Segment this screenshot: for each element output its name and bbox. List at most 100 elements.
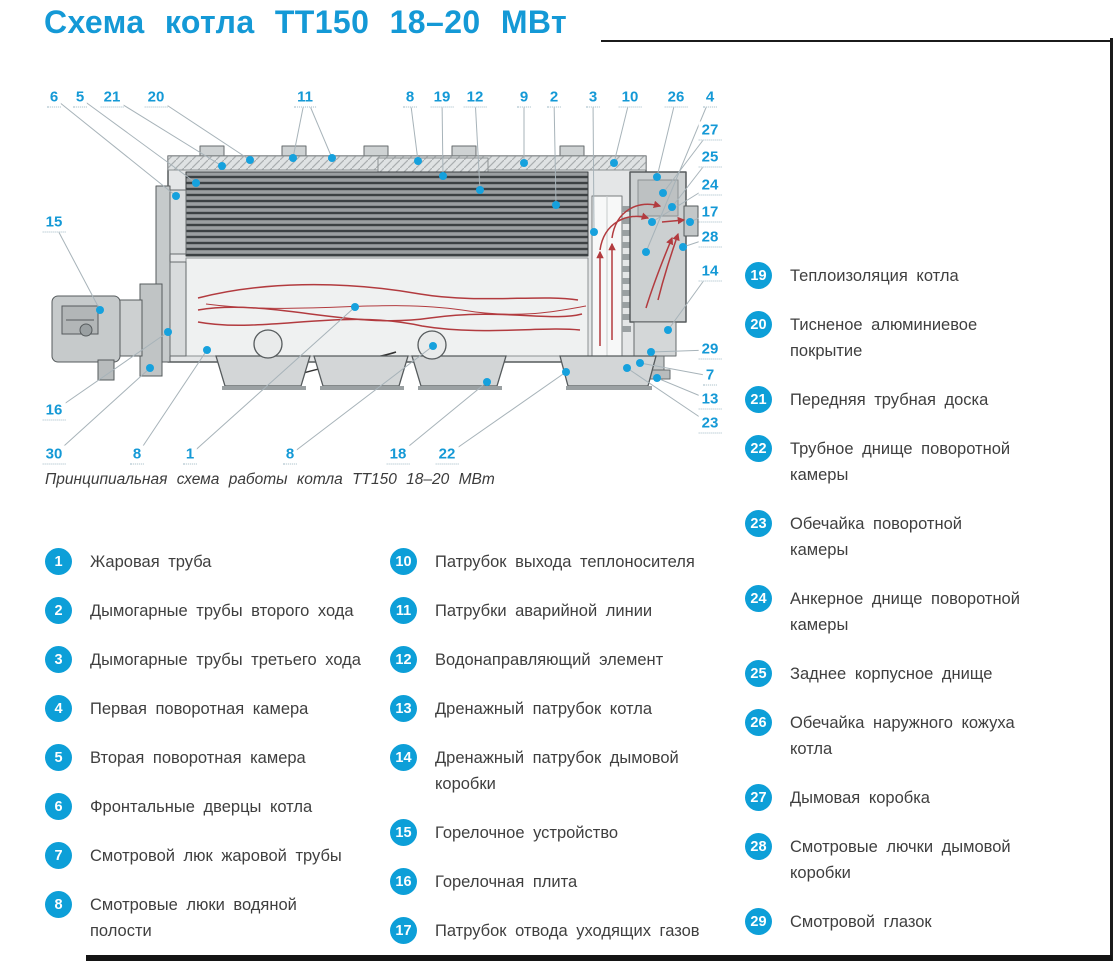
callout-dot-8	[414, 157, 422, 165]
callout-dot-14	[664, 326, 672, 334]
callout-number-12: 12	[463, 88, 487, 108]
legend-item: 16 Горелочная плита	[390, 868, 720, 895]
leader-line-30	[53, 367, 151, 456]
page-title: Схема котла ТТ150 18–20 МВт	[44, 4, 568, 40]
legend-number-badge: 24	[745, 585, 772, 612]
furnace-fire-tube	[185, 257, 589, 357]
callout-number-21: 21	[100, 88, 124, 108]
leader-line-15	[53, 222, 101, 311]
callout-number-14: 14	[698, 262, 722, 282]
legend-column-1: 1 Жаровая труба 2 Дымогарные трубы второ…	[45, 548, 380, 966]
callout-number-16: 16	[42, 401, 66, 421]
burner-unit	[51, 283, 163, 381]
callout-number-25: 25	[698, 148, 722, 168]
page-border-right	[1110, 38, 1113, 961]
leader-line-16	[53, 331, 169, 412]
legend-item-label: Патрубок отвода уходящих газов	[435, 922, 700, 940]
callout-dot-19	[439, 172, 447, 180]
legend-item-label: Дымогарные трубы второго хода	[90, 602, 354, 620]
callout-number-26: 26	[664, 88, 688, 108]
legend-number-badge: 1	[45, 548, 72, 575]
callout-number-13: 13	[698, 390, 722, 410]
legend-item-label: Смотровой люк жаровой трубы	[90, 847, 342, 865]
leader-line-18	[397, 381, 488, 456]
callout-dot-21	[218, 162, 226, 170]
callout-number-19: 19	[430, 88, 454, 108]
legend-number-badge: 21	[745, 386, 772, 413]
legend-item: 26 Обечайка наружного кожуха котла	[745, 709, 1107, 762]
leader-line-6	[53, 97, 177, 197]
callout-dot-23	[623, 364, 631, 372]
legend-item-label: Дымогарные трубы третьего хода	[90, 651, 361, 669]
legend-item: 12 Водонаправляющий элемент	[390, 646, 720, 673]
legend-number-badge: 13	[390, 695, 417, 722]
legend-item: 15 Горелочное устройство	[390, 819, 720, 846]
legend-number-badge: 16	[390, 868, 417, 895]
callout-dot-2	[552, 201, 560, 209]
legend-item-label: Первая поворотная камера	[90, 700, 309, 718]
legend-number-badge: 20	[745, 311, 772, 338]
legend-item-label: Фронтальные дверцы котла	[90, 798, 313, 816]
legend-item-label: Смотровые лючки дымовой коробки	[790, 838, 1011, 882]
leader-line-7	[639, 362, 711, 377]
legend-number-badge: 14	[390, 744, 417, 771]
callout-number-27: 27	[698, 121, 722, 141]
callout-number-18: 18	[386, 445, 410, 465]
legend-number-badge: 3	[45, 646, 72, 673]
legend-item: 24 Анкерное днище поворотной камеры	[745, 585, 1107, 638]
figure-caption: Принципиальная схема работы котла ТТ150 …	[45, 471, 495, 488]
callout-dot-18	[483, 378, 491, 386]
callout-number-17: 17	[698, 203, 722, 223]
leader-line-2	[553, 97, 557, 206]
callout-number-5: 5	[72, 88, 88, 108]
callout-number-24: 24	[698, 176, 722, 196]
callout-number-4: 4	[702, 88, 718, 108]
callout-dot-26	[653, 173, 661, 181]
leader-line-8	[289, 345, 434, 456]
callout-dot-8	[429, 342, 437, 350]
legend-item: 13 Дренажный патрубок котла	[390, 695, 720, 722]
legend-number-badge: 8	[45, 891, 72, 918]
callout-dots	[96, 154, 694, 386]
legend-number-badge: 17	[390, 917, 417, 944]
callout-number-29: 29	[698, 340, 722, 360]
legend-item: 23 Обечайка поворотной камеры	[745, 510, 1107, 563]
legend-number-badge: 22	[745, 435, 772, 462]
legend-item-label: Обечайка поворотной камеры	[790, 515, 962, 559]
legend-item-label: Дренажный патрубок дымовой коробки	[435, 749, 679, 793]
leader-line-27	[662, 130, 711, 194]
leader-line-3	[592, 97, 595, 233]
legend-number-badge: 4	[45, 695, 72, 722]
callout-number-15: 15	[42, 213, 66, 233]
callout-dot-7	[636, 359, 644, 367]
legend-item-label: Вторая поворотная камера	[90, 749, 306, 767]
leader-line-11	[292, 97, 306, 159]
legend-item: 6 Фронтальные дверцы котла	[45, 793, 380, 820]
callout-number-23: 23	[698, 414, 722, 434]
callout-number-11: 11	[294, 88, 316, 108]
legend-item: 11 Патрубки аварийной линии	[390, 597, 720, 624]
leader-line-8	[409, 97, 419, 162]
legend-item-label: Горелочное устройство	[435, 824, 619, 842]
legend-item: 8 Смотровые люки водяной полости	[45, 891, 380, 944]
leader-line-5	[79, 97, 197, 184]
callout-number-2: 2	[546, 88, 562, 108]
legend-item: 28 Смотровые лючки дымовой коробки	[745, 833, 1107, 886]
callout-dot-11	[289, 154, 297, 162]
legend-item-label: Патрубок выхода теплоносителя	[435, 553, 695, 571]
legend-number-badge: 7	[45, 842, 72, 869]
legend-item-label: Горелочная плита	[435, 873, 578, 891]
legend-number-badge: 23	[745, 510, 772, 537]
callout-dot-1	[351, 303, 359, 311]
legend-item: 29 Смотровой глазок	[745, 908, 1107, 935]
callout-number-9: 9	[516, 88, 532, 108]
callout-dot-17	[686, 218, 694, 226]
leader-line-12	[474, 97, 481, 191]
callout-dot-22	[562, 368, 570, 376]
legend-number-badge: 27	[745, 784, 772, 811]
callout-number-8: 8	[282, 445, 298, 465]
leader-line-26	[656, 97, 677, 178]
callout-dot-9	[520, 159, 528, 167]
legend-item: 1 Жаровая труба	[45, 548, 380, 575]
